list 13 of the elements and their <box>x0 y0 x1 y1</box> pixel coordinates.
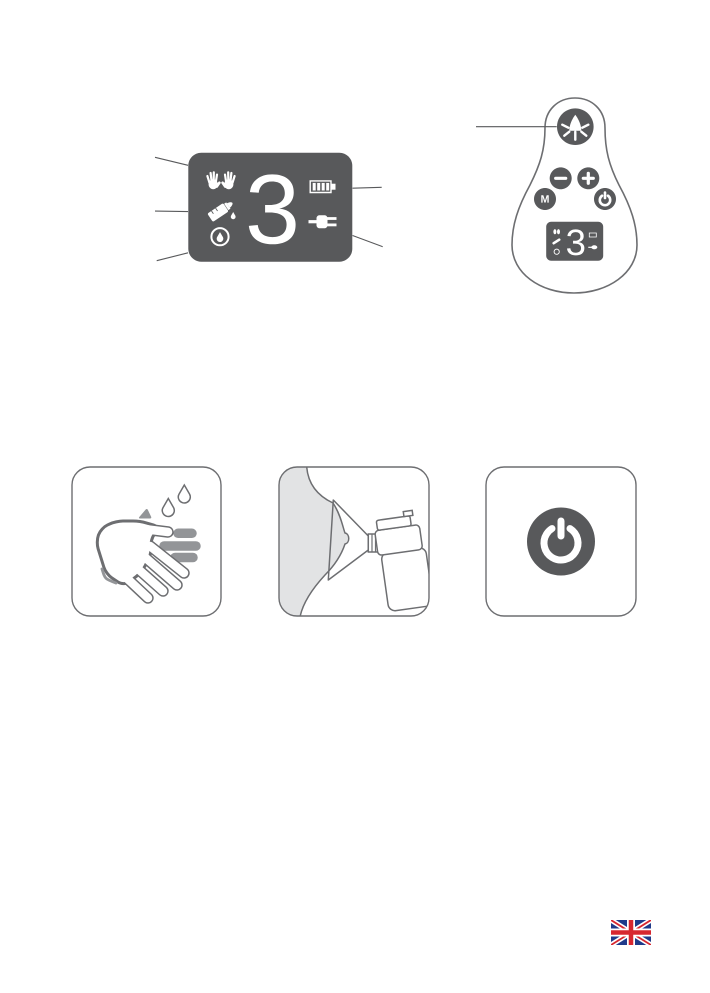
leader-line <box>154 156 188 166</box>
leader-line <box>352 186 382 189</box>
leader-line <box>155 210 188 212</box>
leader-line <box>476 126 557 128</box>
leader-line <box>352 235 383 248</box>
mode-button: M <box>534 188 556 210</box>
round-button <box>557 108 594 145</box>
leader-line <box>156 252 188 262</box>
power-button <box>594 188 616 210</box>
display-panel: 3 <box>188 152 352 262</box>
display-screen: 3 <box>546 222 604 261</box>
plus-button <box>577 167 600 190</box>
minus-button <box>550 167 572 190</box>
